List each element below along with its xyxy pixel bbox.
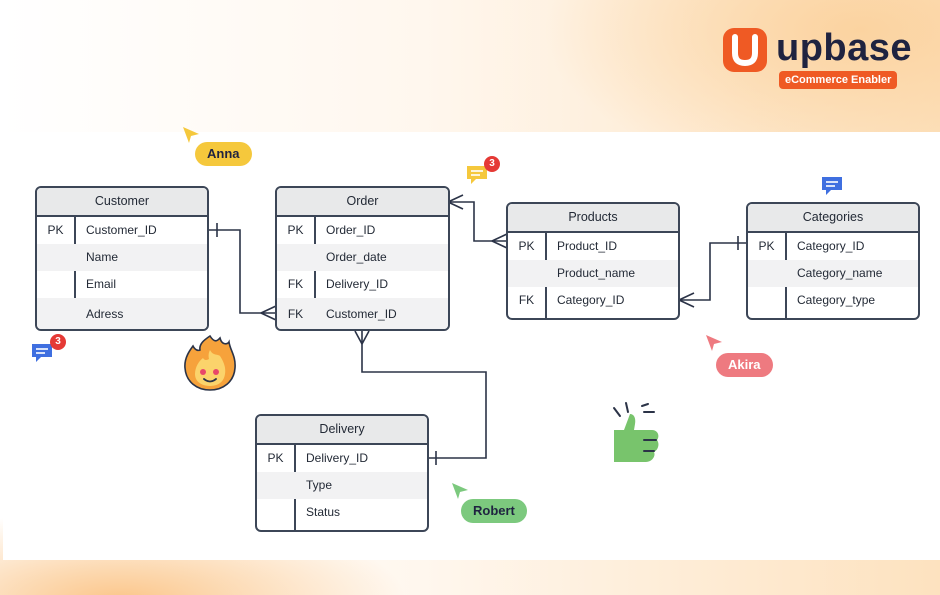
key-label: PK — [287, 223, 304, 237]
key-label: PK — [758, 239, 775, 253]
table-order-title: Order — [277, 188, 448, 217]
field-label: Delivery_ID — [326, 277, 389, 291]
table-customer[interactable]: Customer PK Customer_ID Name Email Adress — [35, 186, 209, 331]
comment-count-badge: 3 — [484, 156, 500, 172]
cursor-arrow-icon — [452, 483, 468, 499]
field-label: Category_type — [797, 293, 876, 307]
field-label: Product_ID — [557, 239, 618, 253]
thumbs-up-icon — [613, 402, 659, 462]
field-label: Customer_ID — [86, 223, 157, 237]
table-delivery[interactable]: Delivery PK Delivery_ID Type Status — [255, 414, 429, 532]
field-label: Type — [306, 478, 333, 492]
table-products[interactable]: Products PK Product_ID Product_name FK Cat… — [506, 202, 680, 320]
brand-logo: upbase eCommerce Enabler — [723, 27, 912, 92]
field-label: Customer_ID — [326, 307, 397, 321]
connector-order-products — [448, 201, 507, 242]
table-row[interactable]: PK Order_ID — [277, 217, 448, 244]
comment-count-badge: 3 — [50, 334, 66, 350]
connector-order-delivery — [361, 331, 487, 459]
key-label: PK — [47, 223, 64, 237]
table-row[interactable]: Order_date — [277, 244, 448, 271]
table-row[interactable]: Category_name — [748, 260, 918, 287]
key-label: PK — [267, 451, 284, 465]
table-row[interactable]: Name — [37, 244, 207, 271]
table-row[interactable]: PK Category_ID — [748, 233, 918, 260]
table-row[interactable]: FK Category_ID — [508, 287, 678, 314]
table-customer-title: Customer — [37, 188, 207, 217]
field-label: Category_name — [797, 266, 883, 280]
table-delivery-title: Delivery — [257, 416, 427, 445]
chat-bubble-icon[interactable] — [466, 165, 488, 185]
field-label: Order_date — [326, 250, 387, 264]
collaborator-tag-robert: Robert — [461, 499, 527, 523]
field-label: Category_ID — [797, 239, 865, 253]
field-label: Product_name — [557, 266, 636, 280]
field-label: Adress — [86, 307, 124, 321]
field-label: Category_ID — [557, 293, 625, 307]
table-row[interactable]: Type — [257, 472, 427, 499]
brand-tagline: eCommerce Enabler — [779, 71, 898, 89]
key-label: FK — [287, 277, 304, 291]
table-products-title: Products — [508, 204, 678, 233]
key-label: FK — [287, 307, 304, 321]
table-divider — [74, 215, 76, 329]
table-row[interactable]: Adress — [37, 298, 207, 329]
table-row[interactable]: FK Customer_ID — [277, 298, 448, 329]
table-row[interactable]: PK Customer_ID — [37, 217, 207, 244]
cursor-arrow-icon — [183, 127, 199, 143]
field-label: Delivery_ID — [306, 451, 369, 465]
table-row[interactable]: FK Delivery_ID — [277, 271, 448, 298]
table-divider — [314, 215, 316, 329]
connector-products-categories — [679, 242, 746, 301]
cursor-arrow-icon — [706, 335, 722, 351]
chat-bubble-icon[interactable] — [31, 343, 53, 363]
table-row[interactable]: Email — [37, 271, 207, 298]
key-label: FK — [518, 293, 535, 307]
table-row[interactable]: PK Product_ID — [508, 233, 678, 260]
key-label: PK — [518, 239, 535, 253]
field-label: Email — [86, 277, 117, 291]
upbase-logo-icon — [723, 28, 767, 72]
table-order[interactable]: Order PK Order_ID Order_date FK Delivery_I… — [275, 186, 450, 331]
connector-customer-order — [208, 229, 276, 314]
flame-emoji-icon — [184, 334, 236, 391]
table-row[interactable]: Product_name — [508, 260, 678, 287]
table-categories[interactable]: Categories PK Category_ID Category_name C… — [746, 202, 920, 320]
brand-name: upbase — [776, 27, 913, 69]
chat-bubble-icon[interactable] — [821, 176, 843, 196]
field-label: Status — [306, 505, 341, 519]
table-row[interactable]: Category_type — [748, 287, 918, 314]
field-label: Order_ID — [326, 223, 376, 237]
collaborator-tag-akira: Akira — [716, 353, 773, 377]
collaborator-tag-anna: Anna — [195, 142, 252, 166]
table-row[interactable]: Status — [257, 499, 427, 526]
table-categories-title: Categories — [748, 204, 918, 233]
table-row[interactable]: PK Delivery_ID — [257, 445, 427, 472]
field-label: Name — [86, 250, 119, 264]
